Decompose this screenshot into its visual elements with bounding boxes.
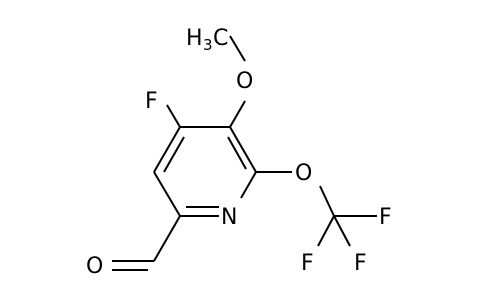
atom-label-o-methoxy: O <box>236 69 253 94</box>
bond-c2-n <box>240 171 257 199</box>
bond-o-ch3 <box>229 35 246 62</box>
atom-label-o-ocf3: O <box>295 161 312 186</box>
bond-cf3-f-left <box>317 215 335 247</box>
atom-label-n: N <box>221 205 237 230</box>
bond-c4-f <box>166 104 181 128</box>
bond-c5-c4-double <box>163 136 185 173</box>
bond-c5-c4 <box>153 126 181 173</box>
atom-label-c-methoxy: C <box>213 26 228 51</box>
bond-c6-cho <box>153 215 181 262</box>
atom-label-f-cf3-right: F <box>354 251 367 276</box>
bond-c3-c2 <box>229 126 257 173</box>
atom-label-f-cf3-top: F <box>379 205 392 230</box>
atom-label-h-methoxy: H <box>186 26 203 51</box>
bond-c6-c5 <box>153 171 181 217</box>
bond-c3-c2-double <box>227 136 247 170</box>
bond-c3-o <box>229 100 246 128</box>
bond-o-cf3 <box>319 185 335 217</box>
atom-label-h3-subscript: 3 <box>203 36 213 54</box>
atom-label-o-aldehyde: O <box>86 254 103 279</box>
bond-cf3-f-right <box>333 215 351 247</box>
atom-label-f-cf3-left: F <box>301 251 314 276</box>
atom-label-f-ring: F <box>145 89 158 114</box>
